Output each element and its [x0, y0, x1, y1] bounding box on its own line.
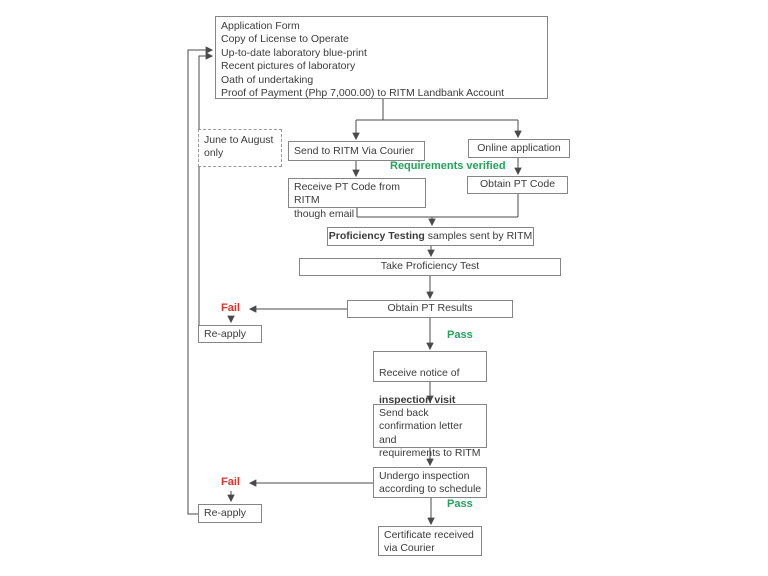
undergo-inspection-box: Undergo inspection according to schedule [373, 467, 487, 498]
pt-samples-box: Proficiency Testing samples sent by RITM [327, 227, 534, 246]
obtain-pt-code-box: Obtain PT Code [467, 176, 568, 194]
receive-pt-code-box: Receive PT Code from RITM though email [288, 178, 426, 220]
obtain-pt-results-box: Obtain PT Results [347, 300, 513, 318]
connector-reapply1-feedback [198, 52, 214, 334]
requirements-list-box: Application Form Copy of License to Oper… [215, 16, 548, 99]
fail-label-2: Fail [221, 476, 240, 488]
reapply-box-1: Re-apply [198, 325, 262, 343]
inspection-notice-box: Receive notice of inspection visit [373, 351, 487, 406]
fail-label-1: Fail [221, 302, 240, 314]
certificate-received-box: Certificate received via Courier [378, 526, 482, 556]
take-proficiency-test-box: Take Proficiency Test [299, 258, 561, 276]
reapply-box-2: Re-apply [198, 504, 262, 523]
inspection-notice-line1: Receive notice of [379, 367, 460, 380]
pt-samples-rest-text: samples sent by RITM [424, 229, 533, 242]
online-application-box: Online application [468, 139, 570, 158]
pass-label-1: Pass [447, 329, 473, 341]
inspection-notice-line2-bold: inspection visit [379, 394, 456, 407]
connector-reapply2-feedback [187, 46, 214, 515]
pass-label-2: Pass [447, 498, 473, 510]
send-courier-box: Send to RITM Via Courier [288, 141, 425, 161]
june-august-note-box: June to August only [198, 129, 282, 167]
requirements-verified-label: Requirements verified [390, 160, 506, 172]
send-back-confirmation-box: Send back confirmation letter and requir… [373, 404, 487, 459]
pt-samples-bold-text: Proficiency Testing [328, 229, 425, 242]
